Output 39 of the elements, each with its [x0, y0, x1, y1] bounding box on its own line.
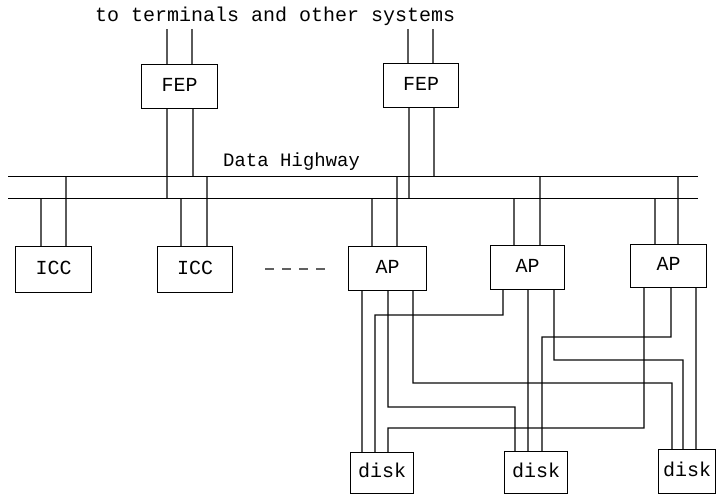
unit-box: FEP — [383, 63, 459, 108]
unit-box: ICC — [157, 246, 233, 293]
unit-box: disk — [658, 449, 716, 494]
connection-line — [408, 107, 410, 198]
connection-line — [40, 198, 42, 246]
connection-line — [191, 29, 193, 64]
connection-line — [412, 290, 673, 449]
connection-line — [396, 176, 398, 246]
connection-line — [527, 289, 529, 451]
connection-line — [361, 290, 363, 452]
unit-box: disk — [504, 451, 568, 494]
caption-text: to terminals and other systems — [80, 4, 470, 30]
connection-line — [539, 176, 541, 245]
connection-line — [387, 290, 516, 451]
connection-line — [407, 29, 409, 63]
connection-line — [695, 287, 697, 449]
connection-line — [553, 289, 684, 449]
connection-line — [432, 29, 434, 63]
connection-line — [192, 108, 194, 176]
unit-box: AP — [348, 246, 427, 291]
connection-line — [180, 198, 182, 246]
connection-line — [206, 176, 208, 246]
bus-label: Data Highway — [223, 149, 360, 173]
connection-line — [371, 198, 373, 246]
unit-box: AP — [490, 245, 565, 290]
connection-line — [433, 107, 435, 176]
connection-line — [513, 198, 515, 245]
connection-line — [65, 176, 67, 246]
connection-line — [166, 108, 168, 198]
connection-line — [387, 287, 645, 452]
connection-line — [374, 289, 504, 452]
connection-line — [677, 176, 679, 244]
unit-box: ICC — [15, 246, 92, 293]
unit-box: AP — [630, 244, 707, 288]
connection-line — [166, 29, 168, 64]
unit-box: disk — [350, 452, 414, 494]
connection-line — [654, 198, 656, 244]
unit-box: FEP — [141, 64, 218, 109]
connection-line — [541, 287, 672, 451]
